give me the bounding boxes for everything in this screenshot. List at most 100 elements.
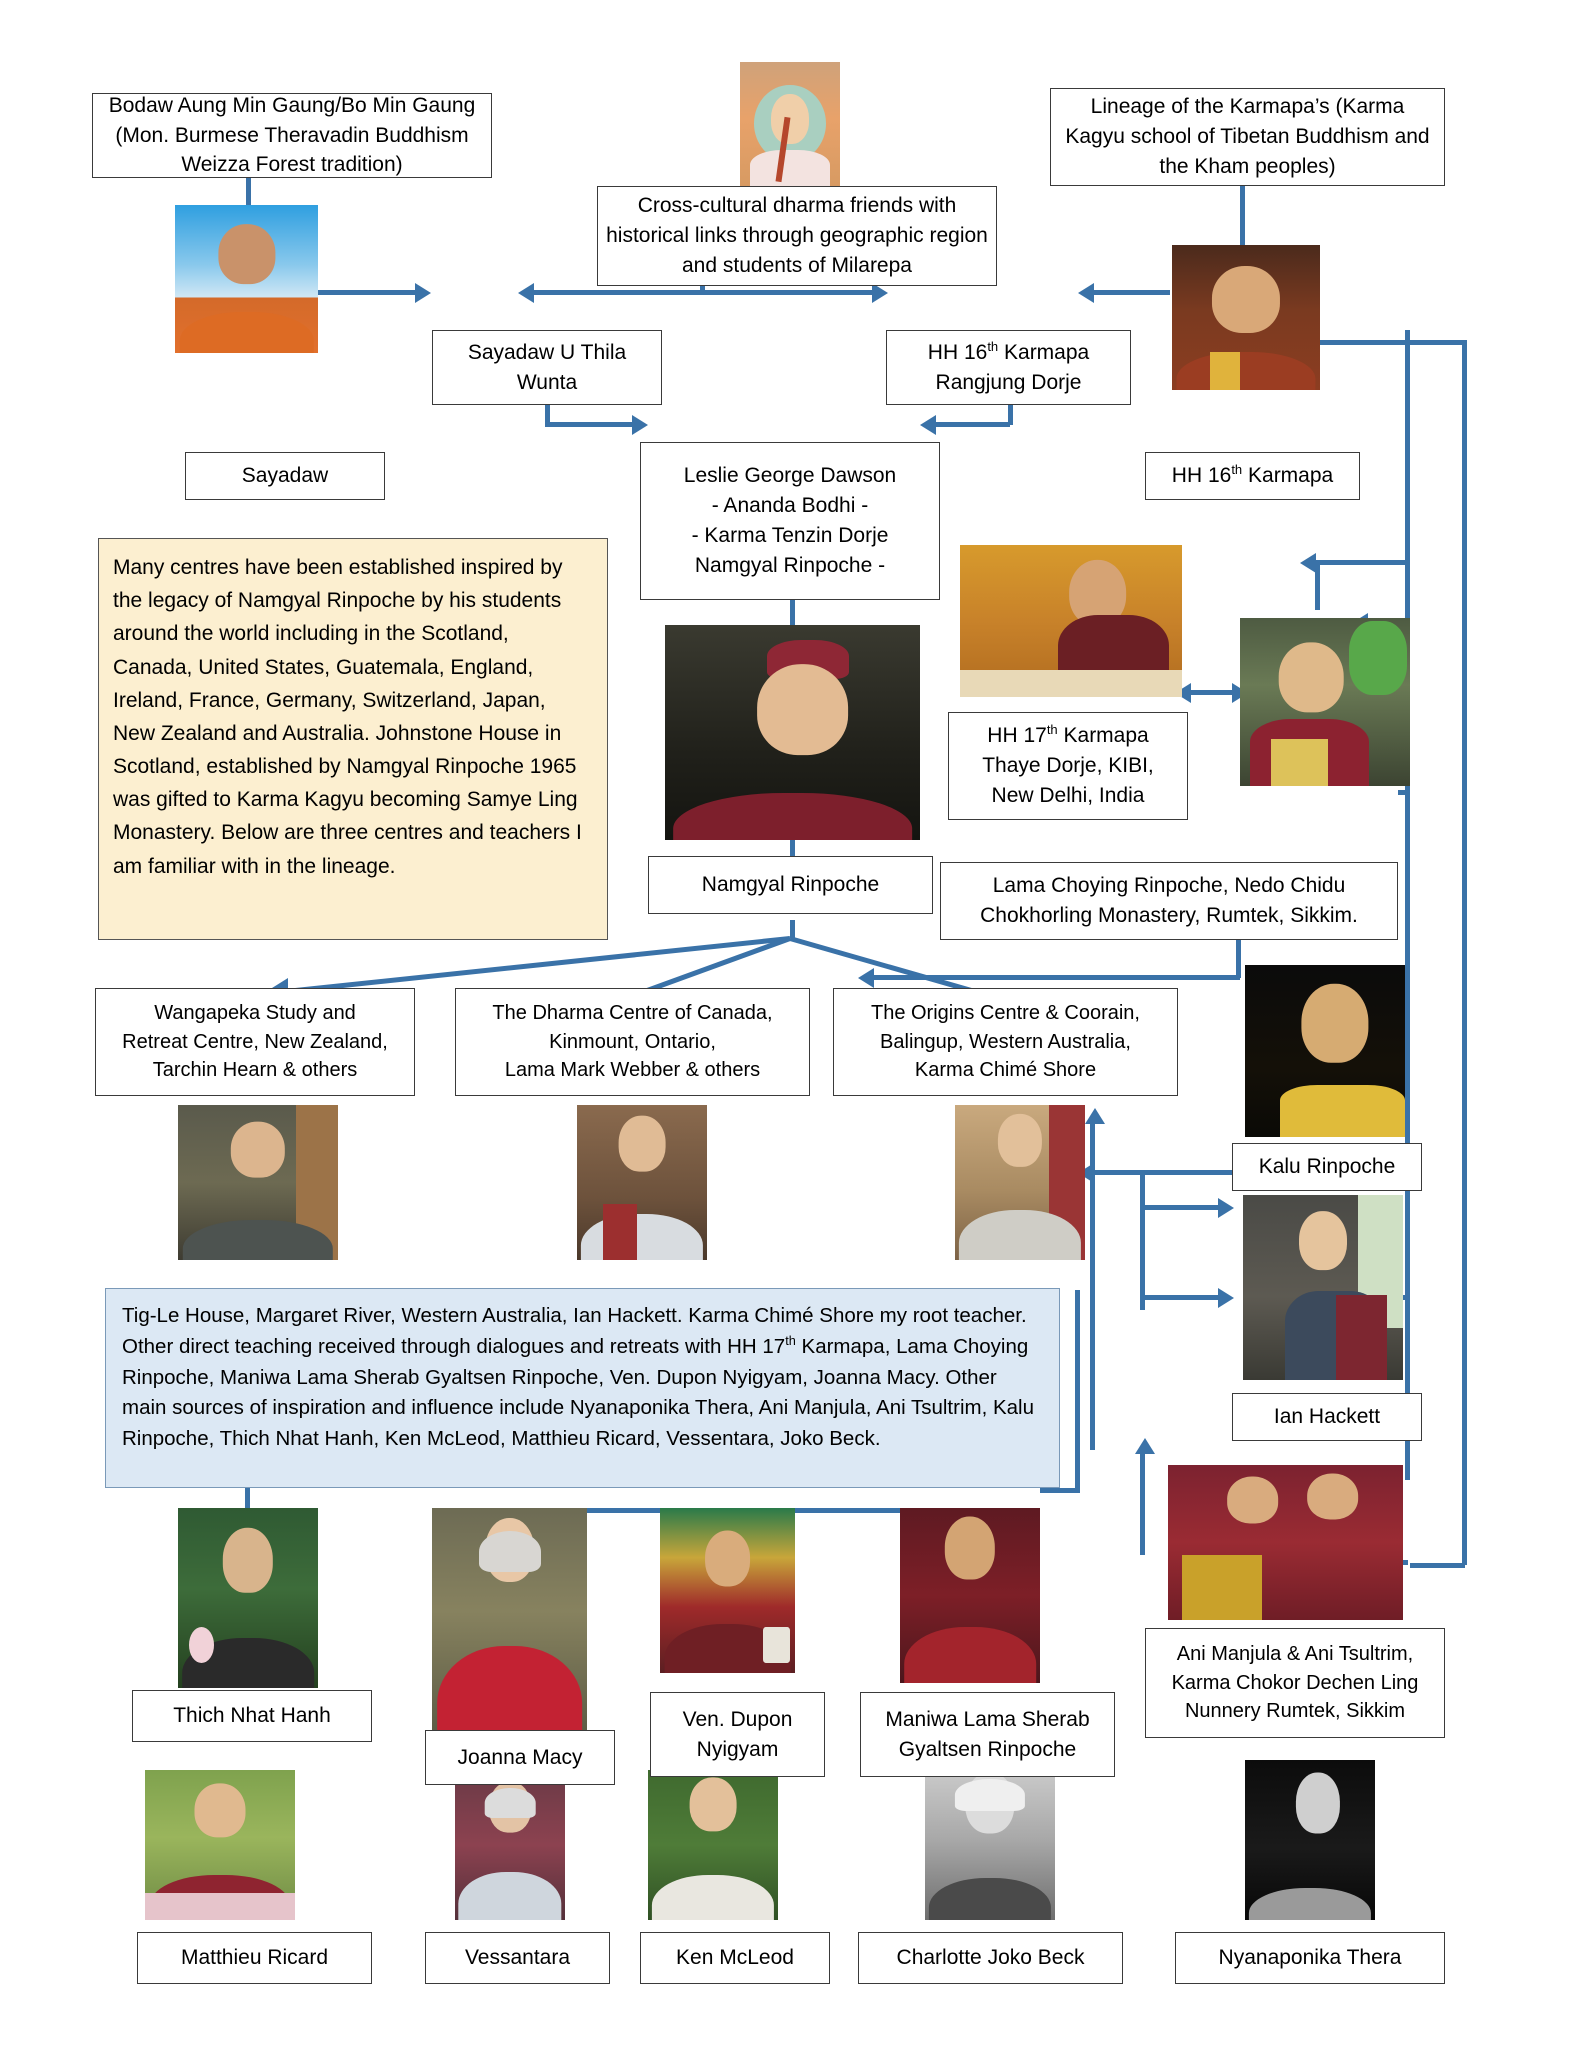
thich-nhat-hanh-photo bbox=[178, 1508, 318, 1688]
box-namgyal-caption-label: Namgyal Rinpoche bbox=[701, 873, 880, 897]
box-hh16-caption: HH 16th Karmapa bbox=[1145, 452, 1360, 500]
hh16-karmapa-photo bbox=[1172, 245, 1320, 390]
blue-note-text: Tig-Le House, Margaret River, Western Au… bbox=[122, 1301, 1043, 1455]
wangapeka-line2: Retreat Centre, New Zealand, bbox=[122, 1030, 388, 1053]
connector-hh16-to-leslie bbox=[930, 422, 1010, 427]
connector-ani-up bbox=[1140, 1450, 1145, 1555]
arrow-to-uthila bbox=[518, 283, 534, 303]
ani-line1: Ani Manjula & Ani Tsultrim, bbox=[1176, 1643, 1414, 1666]
box-lama-choying-label: Lama Choying Rinpoche, Nedo Chidu Chokho… bbox=[949, 871, 1389, 931]
hh16-post: Karmapa bbox=[998, 340, 1090, 364]
box-leslie-label: Leslie George Dawson - Ananda Bodhi - - … bbox=[649, 461, 931, 580]
box-nyanaponika-thera-caption: Nyanaponika Thera bbox=[1175, 1932, 1445, 1984]
maniwa-lama-sherab-photo bbox=[900, 1508, 1040, 1683]
leslie-line1: Leslie George Dawson bbox=[683, 464, 897, 488]
box-vessantara-label: Vessantara bbox=[464, 1946, 571, 1970]
box-matthieu-ricard-label: Matthieu Ricard bbox=[180, 1946, 329, 1970]
box-joko-beck-label: Charlotte Joko Beck bbox=[896, 1946, 1085, 1970]
ian-hackett-photo bbox=[1243, 1195, 1403, 1380]
box-ken-mcleod-caption: Ken McLeod bbox=[640, 1932, 830, 1984]
lama-choying-line2: Chokhorling Monastery, Rumtek, Sikkim. bbox=[980, 904, 1358, 927]
arrow-to-hh16 bbox=[872, 283, 888, 303]
namgyal-rinpoche-photo bbox=[665, 625, 920, 840]
box-thich-nhat-hanh-caption: Thich Nhat Hanh bbox=[132, 1690, 372, 1742]
lama-choying-rinpoche-photo bbox=[1240, 618, 1410, 786]
arrow-kalu-to-ian bbox=[1218, 1198, 1234, 1218]
connector-karmachime-left bbox=[1090, 1170, 1240, 1175]
hh17-line2: Thaye Dorje, KIBI, bbox=[982, 754, 1154, 778]
hh17-pre: HH 17 bbox=[987, 724, 1047, 748]
connector-ian-vert-up bbox=[1090, 1120, 1095, 1450]
arrow-ani-up bbox=[1135, 1438, 1155, 1454]
hh16-caption-pre: HH 16 bbox=[1171, 464, 1232, 488]
ani-line2: Karma Chokor Dechen Ling bbox=[1171, 1671, 1419, 1694]
box-hh16-rangjung-dorje-label: HH 16th Karmapa Rangjung Dorje bbox=[895, 338, 1122, 398]
milarepa-thangka-photo bbox=[740, 62, 840, 187]
lama-mark-webber-photo bbox=[577, 1105, 707, 1260]
maniwa-line2: Gyaltsen Rinpoche bbox=[898, 1737, 1077, 1761]
connector-sayadaw-to-uthila bbox=[302, 290, 417, 295]
box-ven-dupon-label: Ven. Dupon Nyigyam bbox=[659, 1705, 816, 1765]
hh17-sup: th bbox=[1046, 722, 1058, 738]
dharma-canada-line1: The Dharma Centre of Canada, bbox=[492, 1002, 773, 1025]
maniwa-line1: Maniwa Lama Sherab bbox=[885, 1707, 1090, 1731]
box-karmapa-lineage-label: Lineage of the Karmapa’s (Karma Kagyu sc… bbox=[1065, 95, 1430, 178]
blue-note-part1: Tig-Le House, Margaret River, Western Au… bbox=[122, 1304, 1027, 1358]
box-cross-cultural-dharma-friends: Cross-cultural dharma friends with histo… bbox=[597, 186, 997, 286]
joanna-macy-photo bbox=[432, 1508, 587, 1738]
sayadaw-monk-photo bbox=[175, 205, 318, 353]
wangapeka-line3: Tarchin Hearn & others bbox=[152, 1059, 358, 1082]
blue-note-part2: Karmapa, Lama Choying Rinpoche, Maniwa L… bbox=[122, 1334, 1035, 1450]
box-maniwa-lama-sherab-caption: Maniwa Lama Sherab Gyaltsen Rinpoche bbox=[860, 1692, 1115, 1777]
hh17-post: Karmapa bbox=[1057, 724, 1149, 748]
connector-kalu-to-ian bbox=[1140, 1205, 1220, 1210]
connector-bluenote-to-hanh bbox=[245, 1480, 250, 1510]
connector-bluenote-right bbox=[1075, 1290, 1080, 1490]
hh16-caption-post: Karmapa bbox=[1242, 464, 1334, 488]
box-origins-label: The Origins Centre & Coorain, Balingup, … bbox=[842, 999, 1169, 1084]
connector-spine-hh17-v bbox=[1315, 560, 1320, 610]
box-ani-label: Ani Manjula & Ani Tsultrim, Karma Chokor… bbox=[1154, 1640, 1436, 1725]
connector-bodaw-to-sayadaw bbox=[246, 177, 251, 207]
box-sayadaw-u-thila-wunta-label: Sayadaw U Thila Wunta bbox=[467, 340, 627, 394]
box-blue-note-tigle-house: Tig-Le House, Margaret River, Western Au… bbox=[105, 1288, 1060, 1488]
box-hh16-caption-label: HH 16th Karmapa bbox=[1154, 461, 1351, 491]
ken-mcleod-photo bbox=[648, 1770, 778, 1920]
box-maniwa-label: Maniwa Lama Sherab Gyaltsen Rinpoche bbox=[869, 1705, 1106, 1765]
arrow-spine-to-hh17photo bbox=[1300, 553, 1316, 573]
origins-line1: The Origins Centre & Coorain, bbox=[870, 1002, 1140, 1025]
box-sayadaw-caption-label: Sayadaw bbox=[241, 464, 329, 488]
hh16-pre: HH 16 bbox=[927, 340, 988, 364]
box-vessantara-caption: Vessantara bbox=[425, 1932, 610, 1984]
box-bodaw-label: Bodaw Aung Min Gaung/Bo Min Gaung (Mon. … bbox=[108, 93, 476, 177]
box-hh17-karmapa-thaye-dorje: HH 17th Karmapa Thaye Dorje, KIBI, New D… bbox=[948, 712, 1188, 820]
box-ken-mcleod-label: Ken McLeod bbox=[676, 1946, 794, 1970]
origins-line3: Karma Chimé Shore bbox=[914, 1059, 1097, 1082]
origins-line2: Balingup, Western Australia, bbox=[880, 1030, 1131, 1053]
box-hh16-rangjung-dorje: HH 16th Karmapa Rangjung Dorje bbox=[886, 330, 1131, 405]
leslie-line3: - Karma Tenzin Dorje bbox=[691, 524, 889, 547]
connector-right-spine-a bbox=[1405, 330, 1410, 1480]
kalu-rinpoche-photo bbox=[1245, 965, 1405, 1137]
connector-kalu-down bbox=[1140, 1170, 1145, 1310]
dharma-canada-line2: Kinmount, Ontario, bbox=[549, 1030, 716, 1053]
box-lama-choying-rinpoche: Lama Choying Rinpoche, Nedo Chidu Chokho… bbox=[940, 862, 1398, 940]
hh16-caption-sup: th bbox=[1231, 462, 1243, 478]
box-ven-dupon-nyigyam-caption: Ven. Dupon Nyigyam bbox=[650, 1692, 825, 1777]
wangapeka-line1: Wangapeka Study and bbox=[154, 1002, 356, 1025]
box-centre-origins-coorain: The Origins Centre & Coorain, Balingup, … bbox=[833, 988, 1178, 1096]
tarchin-hearn-photo bbox=[178, 1105, 338, 1260]
box-ani-manjula-tsultrim-caption: Ani Manjula & Ani Tsultrim, Karma Chokor… bbox=[1145, 1628, 1445, 1738]
ani-manjula-tsultrim-photo bbox=[1168, 1465, 1403, 1620]
arrow-ian-vert-up bbox=[1085, 1108, 1105, 1124]
box-karmapa-lineage: Lineage of the Karmapa’s (Karma Kagyu sc… bbox=[1050, 88, 1445, 186]
nyanaponika-thera-photo bbox=[1245, 1760, 1375, 1920]
ven-dupon-line1: Ven. Dupon bbox=[682, 1707, 793, 1731]
hh17-line3: New Delhi, India bbox=[991, 783, 1145, 807]
ani-line3: Nunnery Rumtek, Sikkim bbox=[1184, 1700, 1406, 1723]
cream-note-text: Many centres have been established inspi… bbox=[113, 556, 582, 878]
box-wangapeka-label: Wangapeka Study and Retreat Centre, New … bbox=[104, 999, 406, 1084]
box-matthieu-ricard-caption: Matthieu Ricard bbox=[137, 1932, 372, 1984]
hh17-karmapa-photo bbox=[960, 545, 1182, 697]
